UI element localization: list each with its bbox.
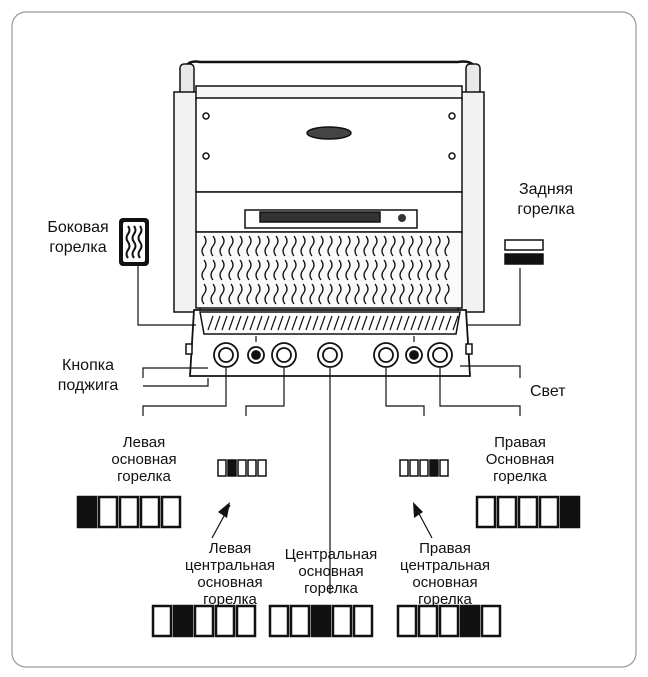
right-main-burner-label: Правая Основная горелка: [485, 434, 555, 485]
indicator-square: [227, 459, 237, 477]
indicator-square: [517, 495, 539, 529]
left-main-burner-label: Левая основная горелка: [111, 434, 177, 485]
indicator-square: [352, 604, 374, 638]
control-knobs: [213, 342, 453, 368]
indicator-square: [419, 459, 429, 477]
indicator-square: [496, 495, 518, 529]
grill-illustration: [173, 60, 485, 377]
light-label: Свет: [530, 383, 566, 400]
burner-indicators: [76, 459, 581, 638]
indicator-square: [459, 604, 481, 638]
indicator-center-main: [268, 604, 374, 638]
indicator-square: [396, 604, 418, 638]
left-center-main-burner-label: Левая центральная основная горелка: [185, 540, 275, 608]
indicator-square: [438, 604, 460, 638]
side-burner-label: Боковая горелка: [47, 219, 109, 256]
indicator-small-left-cluster: [217, 459, 267, 477]
indicator-left-main: [76, 495, 182, 529]
knob-ignition-right[interactable]: [405, 346, 423, 364]
indicator-square: [247, 459, 257, 477]
indicator-square: [214, 604, 236, 638]
indicator-square: [417, 604, 439, 638]
rear-burner-icon: [504, 239, 544, 265]
lid: [195, 97, 463, 193]
knob-right-center-main[interactable]: [373, 342, 399, 368]
indicator-square: [193, 604, 215, 638]
indicator-square: [310, 604, 332, 638]
indicator-left-center-main: [151, 604, 257, 638]
indicator-square: [139, 495, 161, 529]
indicator-square: [268, 604, 290, 638]
indicator-square: [409, 459, 419, 477]
ignition-button-label: Кнопка поджига: [57, 357, 119, 394]
brand-logo-icon: [306, 126, 352, 140]
indicator-square: [480, 604, 502, 638]
indicator-square: [237, 459, 247, 477]
indicator-square: [399, 459, 409, 477]
knob-ignition-left[interactable]: [247, 346, 265, 364]
indicator-square: [118, 495, 140, 529]
indicator-square: [172, 604, 194, 638]
knob-right-main[interactable]: [427, 342, 453, 368]
indicator-square: [217, 459, 227, 477]
indicator-square: [559, 495, 581, 529]
indicator-square: [439, 459, 449, 477]
indicator-square: [538, 495, 560, 529]
indicator-square: [289, 604, 311, 638]
knob-center-main[interactable]: [317, 342, 343, 368]
center-main-burner-label: Центральная основная горелка: [284, 546, 378, 597]
indicator-square: [429, 459, 439, 477]
arrow-right-center-icon: [413, 502, 423, 518]
right-center-main-burner-label: Правая центральная основная горелка: [400, 540, 490, 608]
indicator-small-right-cluster: [399, 459, 449, 477]
rear-burner-label: Задняя горелка: [517, 181, 575, 218]
indicator-square: [475, 495, 497, 529]
indicator-square: [257, 459, 267, 477]
indicator-square: [160, 495, 182, 529]
knob-left-center-main[interactable]: [271, 342, 297, 368]
knob-left-main[interactable]: [213, 342, 239, 368]
indicator-right-center-main: [396, 604, 502, 638]
indicator-square: [151, 604, 173, 638]
indicator-square: [331, 604, 353, 638]
indicator-square: [235, 604, 257, 638]
arrow-left-center-icon: [218, 502, 230, 518]
indicator-square: [76, 495, 98, 529]
indicator-right-main: [475, 495, 581, 529]
side-burner-icon: [119, 218, 149, 266]
leader-lines: [137, 262, 521, 594]
indicator-square: [97, 495, 119, 529]
